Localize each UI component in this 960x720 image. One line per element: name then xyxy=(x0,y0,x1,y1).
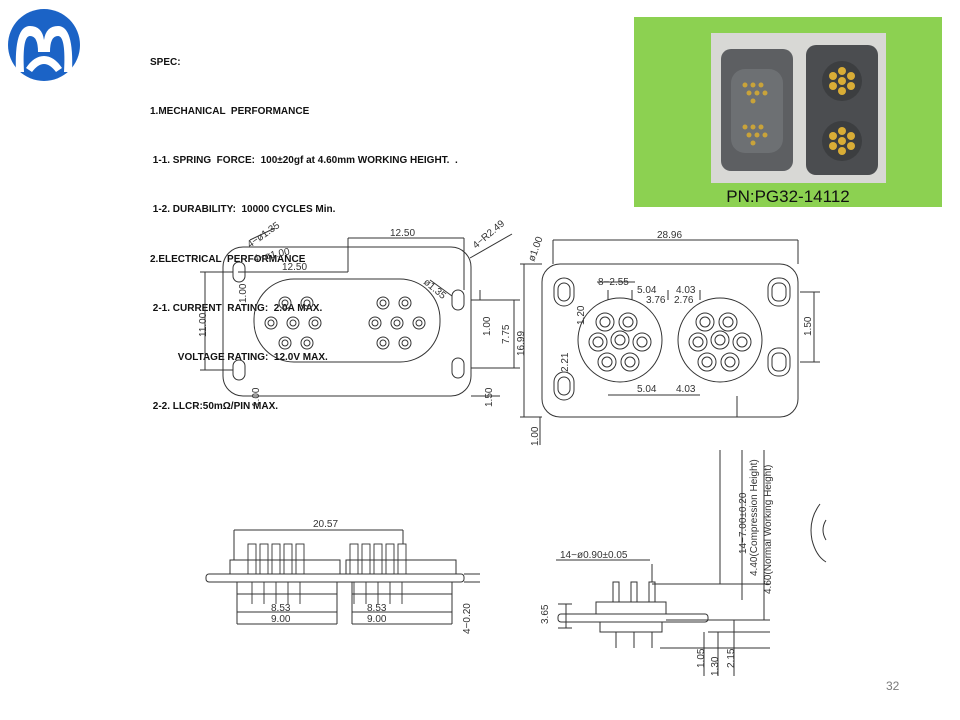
product-photo xyxy=(711,33,886,183)
side-view-right xyxy=(557,581,709,648)
dim-label: 8.53 xyxy=(271,603,291,614)
dim-label: 20.57 xyxy=(313,519,338,530)
housing-outline-front xyxy=(222,246,472,397)
dim-label: 8.53 xyxy=(367,603,387,614)
spec-line: 1-1. SPRING FORCE: 100±20gf at 4.60mm WO… xyxy=(150,155,458,167)
company-logo xyxy=(8,9,80,81)
dim-label: 4−0.20 xyxy=(462,603,473,634)
contact-circle-left xyxy=(577,297,663,383)
dim-label: 8−2.55 xyxy=(598,277,629,288)
dim-label: 1.50 xyxy=(484,387,495,407)
dim-label: 1.50 xyxy=(803,316,814,336)
dim-label: 5.04 xyxy=(637,285,657,296)
dim-label: 1.00 xyxy=(238,283,249,303)
connector-photo-illustration xyxy=(711,33,886,183)
dim-label: 2.21 xyxy=(560,352,571,372)
dim-label: 7.75 xyxy=(501,324,512,344)
side-view-left xyxy=(205,543,465,604)
dim-label: 2.15 xyxy=(726,648,737,668)
dim-label: ø1.00 xyxy=(526,235,545,263)
page-number: 32 xyxy=(886,679,900,693)
spec-line: SPEC: xyxy=(150,56,181,68)
spec-line: VOLTAGE RATING: 12.0V MAX. xyxy=(150,352,328,364)
spec-line: 2.ELECTRICAL PERFORMANCE xyxy=(150,253,306,265)
dim-label: 4−R2.49 xyxy=(471,218,508,251)
spec-line: 2-2. LLCR:50mΩ/PIN MAX. xyxy=(150,401,279,413)
dim-label: 2.76 xyxy=(674,295,694,306)
dim-label: 1.20 xyxy=(576,305,587,325)
contact-circle-right xyxy=(677,297,763,383)
dim-label: 12.50 xyxy=(282,262,307,273)
dim-label: 4.60(Normal Working Height) xyxy=(763,465,774,594)
dim-label: 1.00 xyxy=(530,426,541,446)
dim-label: 1.05 xyxy=(696,648,707,668)
dim-label: 9.00 xyxy=(271,614,291,625)
dim-label: 11.00 xyxy=(198,312,209,337)
spec-line: 1-2. DURABILITY: 10000 CYCLES Min. xyxy=(150,204,336,216)
dim-label: 14−ø0.90±0.05 xyxy=(560,550,628,561)
dim-label: 4.40(Compression Height) xyxy=(749,459,760,576)
dim-label: 3.76 xyxy=(646,295,666,306)
pin-group-right xyxy=(368,296,426,350)
dim-label: 4−ø1.35 xyxy=(245,220,282,250)
dim-label: 14−7.00±0.20 xyxy=(738,492,749,554)
contact-cluster-left xyxy=(588,312,652,372)
spec-block: SPEC: 1.MECHANICAL PERFORMANCE 1-1. SPRI… xyxy=(150,22,458,432)
contact-cluster-right xyxy=(688,312,752,372)
pin-field-outline xyxy=(253,278,441,363)
dim-label: 28.96 xyxy=(657,230,682,241)
dim-label: 3.65 xyxy=(540,604,551,624)
dim-label: 16.99 xyxy=(516,331,527,356)
dim-label: 1.00 xyxy=(251,387,262,407)
product-photo-panel: PN:PG32-14112 xyxy=(634,17,942,207)
housing-outline-back xyxy=(541,263,799,418)
dim-label: 1.30 xyxy=(710,656,721,676)
dim-label: 12.50 xyxy=(390,228,415,239)
dim-label: 4.03 xyxy=(676,384,696,395)
dim-label: 5.04 xyxy=(637,384,657,395)
pin-group-left xyxy=(264,296,322,350)
part-number-label: PN:PG32-14112 xyxy=(726,187,850,206)
dim-label: 4.03 xyxy=(676,285,696,296)
dim-label: 9.00 xyxy=(367,614,387,625)
spec-line: 1.MECHANICAL PERFORMANCE xyxy=(150,106,310,118)
dim-label: 1.00 xyxy=(482,316,493,336)
